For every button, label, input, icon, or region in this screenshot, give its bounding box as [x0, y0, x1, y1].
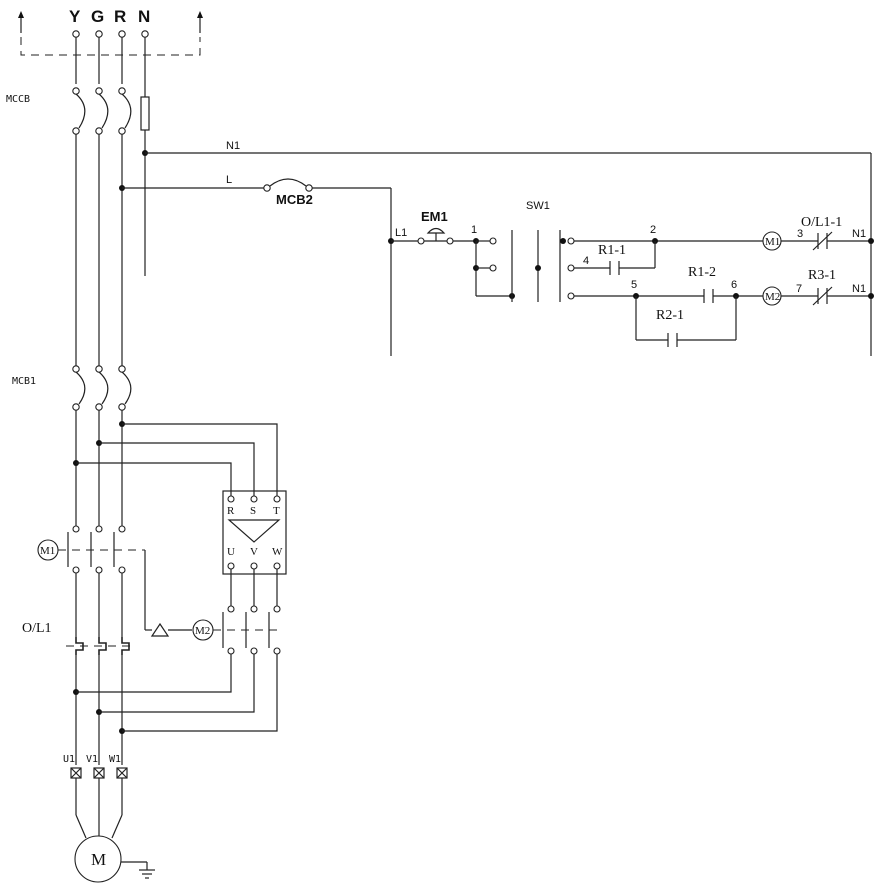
node-2-label: 2 [650, 224, 656, 236]
mcb2-breaker: MCB2 [264, 179, 313, 207]
drive-u-label: U [227, 546, 235, 558]
u1-label: U1 [63, 754, 75, 765]
power-circuit: R S T U V W M1 O/L1 [22, 410, 286, 882]
sw1-selector-switch: SW1 [473, 200, 574, 302]
w1-label: W1 [109, 754, 121, 765]
m1-coil: M1 [763, 232, 781, 250]
l1-label: L1 [395, 227, 407, 239]
main-buses: MCCB [6, 31, 149, 366]
node-5-label: 5 [631, 279, 637, 291]
terminal-g-top [96, 31, 102, 37]
sw1-label: SW1 [526, 200, 550, 212]
earth-arrow-left-head [18, 11, 24, 18]
terminal-r-top [119, 31, 125, 37]
node-6-label: 6 [731, 279, 737, 291]
r1-1-contact: R1-1 [598, 243, 626, 275]
supply-enclosure [21, 37, 200, 55]
m2-coil: M2 [763, 287, 781, 305]
mccb-breaker [73, 88, 149, 134]
supply-header: Y G R N [18, 7, 203, 55]
em1-emergency-button: EM1 [418, 209, 453, 244]
neutral-label: N [138, 7, 150, 26]
r3-1-contact: R3-1 [808, 268, 836, 305]
drive-w-label: W [272, 546, 283, 558]
r2-1-contact: R2-1 [656, 308, 684, 347]
ol1-1-contact: O/L1-1 [801, 215, 842, 250]
ol1-label: O/L1 [22, 621, 52, 636]
l-label: L [226, 174, 232, 186]
ol1-overload: O/L1 [22, 621, 132, 655]
m2-coil-label: M2 [765, 291, 780, 303]
drive-r-label: R [227, 505, 235, 517]
motor: M [75, 836, 155, 882]
mcb1-label: MCB1 [12, 376, 36, 387]
earth-arrow-right-head [197, 11, 203, 18]
terminal-y-top [73, 31, 79, 37]
mcb1-breaker: MCB1 [12, 366, 131, 410]
interlock-triangle [152, 624, 168, 636]
node-1-label: 1 [471, 224, 477, 236]
drive-triangle [229, 520, 279, 542]
m1-contactor-label: M1 [40, 545, 55, 557]
m1-contactor: M1 [38, 526, 152, 630]
r1-2-label: R1-2 [688, 265, 716, 280]
phase-g-label: G [91, 7, 104, 26]
distribution-lines: N1 L MCB2 L1 [122, 140, 871, 356]
ol1-1-label: O/L1-1 [801, 215, 842, 230]
node-4-label: 4 [583, 255, 589, 267]
terminal-n-top [142, 31, 148, 37]
drive-v-label: V [250, 546, 258, 558]
r3-1-label: R3-1 [808, 268, 836, 283]
motor-label: M [91, 850, 106, 869]
m2-contactor-label: M2 [195, 625, 210, 637]
motor-terminals: U1 V1 W1 [63, 754, 127, 778]
drive-s-label: S [250, 505, 256, 517]
v1-label: V1 [86, 754, 98, 765]
node-7-label: 7 [796, 283, 802, 295]
drive-unit: R S T U V W [223, 491, 286, 574]
drive-t-label: T [273, 505, 280, 517]
mcb2-label: MCB2 [276, 192, 313, 207]
r2-1-label: R2-1 [656, 308, 684, 323]
neutral-link [141, 97, 149, 130]
mccb-label: MCCB [6, 94, 30, 105]
em1-label: EM1 [421, 209, 448, 224]
m1-coil-label: M1 [765, 236, 780, 248]
control-circuit: EM1 1 SW1 2 [391, 200, 874, 347]
phase-r-label: R [114, 7, 126, 26]
r1-2-contact: R1-2 [688, 265, 716, 303]
n1-label: N1 [226, 140, 240, 152]
phase-y-label: Y [69, 7, 81, 26]
m2-contactor: M2 [193, 569, 283, 654]
r1-1-label: R1-1 [598, 243, 626, 258]
n1-b-label: N1 [852, 283, 866, 295]
n1-a-label: N1 [852, 228, 866, 240]
